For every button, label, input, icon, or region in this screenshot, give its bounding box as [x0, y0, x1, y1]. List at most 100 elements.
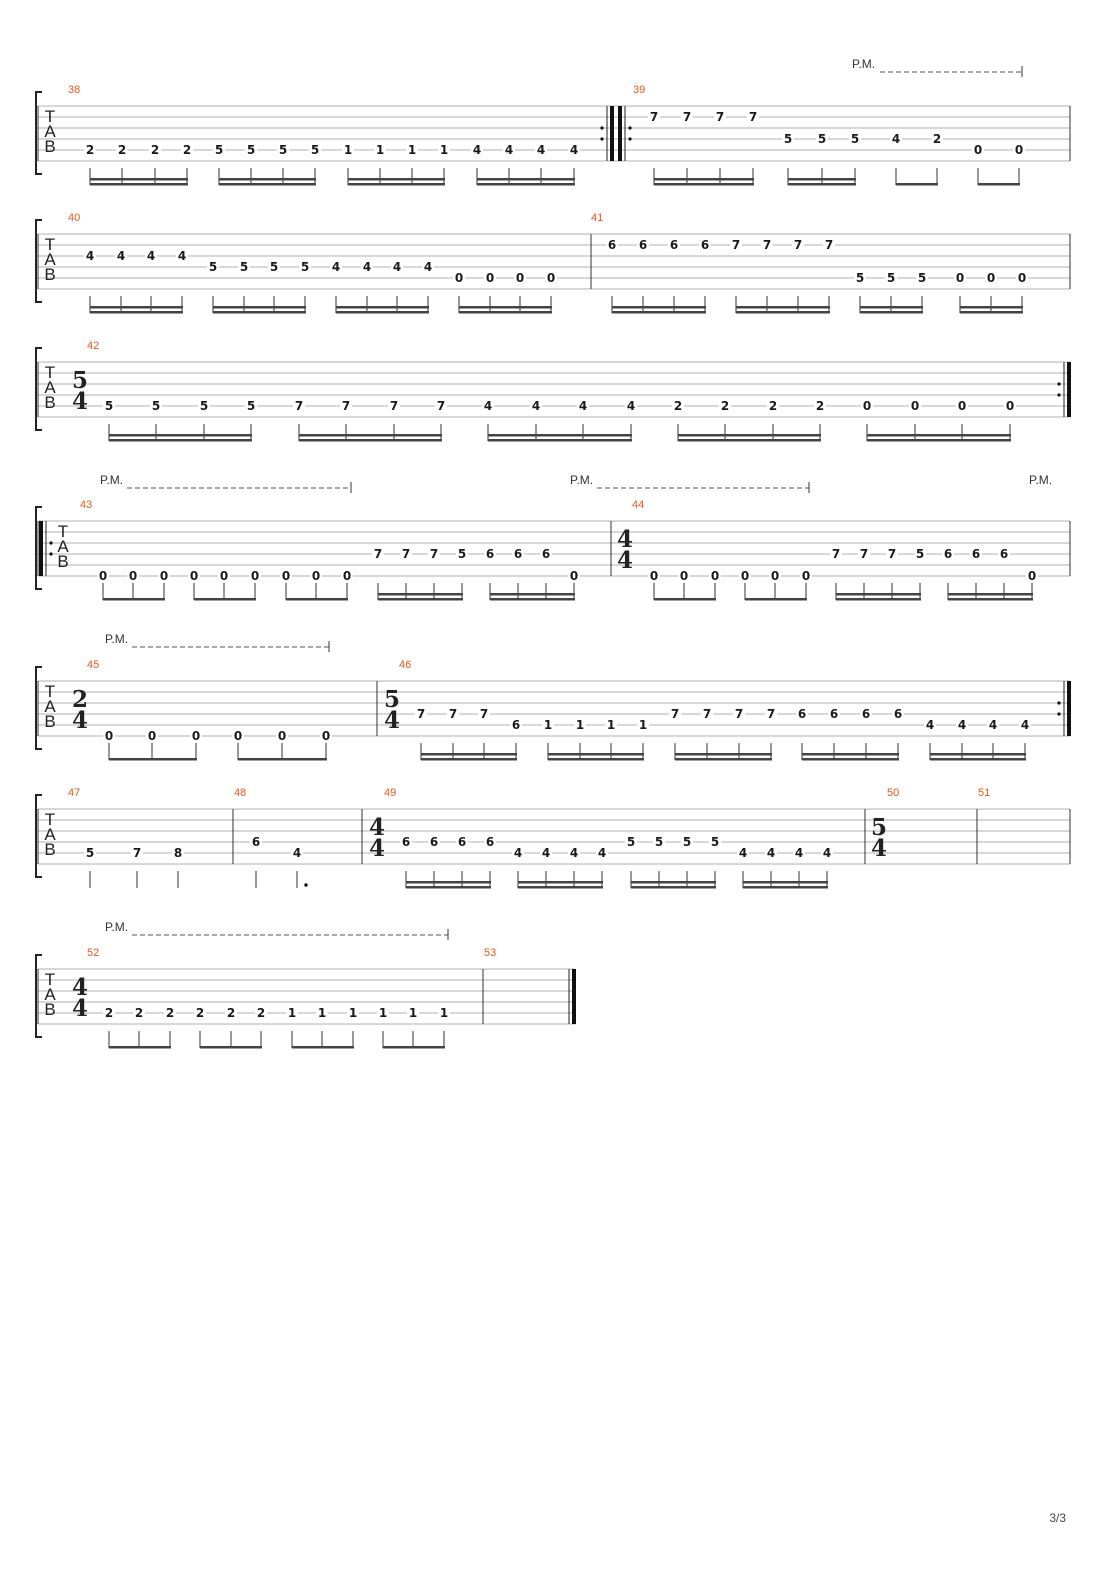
beam [743, 886, 828, 889]
system-bracket [35, 219, 42, 303]
fret-mask [701, 708, 713, 720]
fret-number: 4 [823, 846, 831, 860]
fret-number: 6 [608, 238, 616, 252]
time-signature-numerator: 2 [72, 686, 88, 713]
fret-mask [456, 548, 468, 560]
fret-number: 0 [547, 271, 555, 285]
fret-number: 5 [683, 835, 691, 849]
fret-mask [709, 836, 721, 848]
fret-mask [255, 1007, 267, 1019]
tab-clef-letter: B [44, 1000, 55, 1019]
beam [459, 306, 552, 309]
fret-number: 5 [279, 143, 287, 157]
fret-number: 2 [105, 1006, 113, 1020]
fret-mask [453, 272, 465, 284]
time-signature-numerator: 4 [369, 814, 385, 841]
fret-mask [250, 836, 262, 848]
beam [213, 311, 306, 314]
fret-number: 1 [349, 1006, 357, 1020]
bar-number: 49 [384, 787, 396, 799]
repeat-dot [1057, 712, 1061, 716]
beam [930, 753, 1026, 756]
time-signature-numerator: 4 [617, 526, 633, 553]
fret-mask [577, 400, 589, 412]
fret-number: 6 [798, 707, 806, 721]
time-signature-denominator: 4 [369, 835, 385, 862]
fret-mask [892, 708, 904, 720]
fret-mask [316, 1007, 328, 1019]
fret-number: 4 [537, 143, 545, 157]
fret-number: 6 [862, 707, 870, 721]
bar-number: 53 [484, 947, 496, 959]
fret-mask [970, 548, 982, 560]
repeat-dot [600, 137, 604, 141]
beam [631, 886, 716, 889]
beam [788, 183, 856, 186]
fret-number: 4 [147, 249, 155, 263]
fret-mask [347, 1007, 359, 1019]
palm-mute-label: P.M. [100, 473, 123, 487]
fret-mask [286, 1007, 298, 1019]
repeat-dot [49, 552, 53, 556]
bar-number: 41 [591, 212, 603, 224]
fret-number: 5 [209, 260, 217, 274]
beam [90, 178, 188, 181]
fret-mask [885, 272, 897, 284]
fret-number: 2 [674, 399, 682, 413]
tab-clef-letter: B [44, 840, 55, 859]
beam [860, 306, 923, 309]
fret-number: 7 [794, 238, 802, 252]
fret-mask [150, 400, 162, 412]
fret-number: 1 [409, 1006, 417, 1020]
fret-number: 5 [152, 399, 160, 413]
fret-mask [207, 261, 219, 273]
beam [867, 434, 1011, 437]
tab-clef-letter: T [45, 363, 55, 382]
beam [477, 178, 575, 181]
fret-number: 0 [312, 569, 320, 583]
beam [109, 434, 252, 437]
fret-number: 1 [376, 143, 384, 157]
fret-mask [678, 570, 690, 582]
time-signature-denominator: 4 [871, 835, 887, 862]
fret-mask [116, 144, 128, 156]
fret-number: 2 [86, 143, 94, 157]
fret-number: 1 [607, 718, 615, 732]
fret-number: 2 [816, 399, 824, 413]
fret-mask [1013, 144, 1025, 156]
fret-mask [293, 400, 305, 412]
fret-number: 1 [408, 143, 416, 157]
beam [383, 1046, 445, 1049]
measure-51: 51 [978, 787, 1071, 864]
fret-mask [164, 1007, 176, 1019]
fret-number: 5 [270, 260, 278, 274]
beam [836, 593, 921, 596]
fret-mask [540, 548, 552, 560]
beam [219, 178, 316, 181]
fret-number: 0 [486, 271, 494, 285]
fret-number: 0 [974, 143, 982, 157]
fret-number: 5 [711, 835, 719, 849]
fret-mask [484, 836, 496, 848]
beam [488, 439, 632, 442]
fret-mask [478, 708, 490, 720]
repeat-end-thick [1067, 681, 1071, 736]
fret-mask [648, 570, 660, 582]
fret-mask [942, 548, 954, 560]
system-bracket [35, 954, 42, 1038]
bar-number: 50 [887, 787, 899, 799]
fret-mask [648, 111, 660, 123]
beam [90, 183, 188, 186]
fret-mask [823, 239, 835, 251]
fret-number: 0 [741, 569, 749, 583]
beam [213, 306, 306, 309]
fret-mask [438, 1007, 450, 1019]
fret-mask [998, 548, 1010, 560]
fret-mask [916, 272, 928, 284]
beam [336, 306, 429, 309]
fret-mask [854, 272, 866, 284]
beam [421, 758, 517, 761]
